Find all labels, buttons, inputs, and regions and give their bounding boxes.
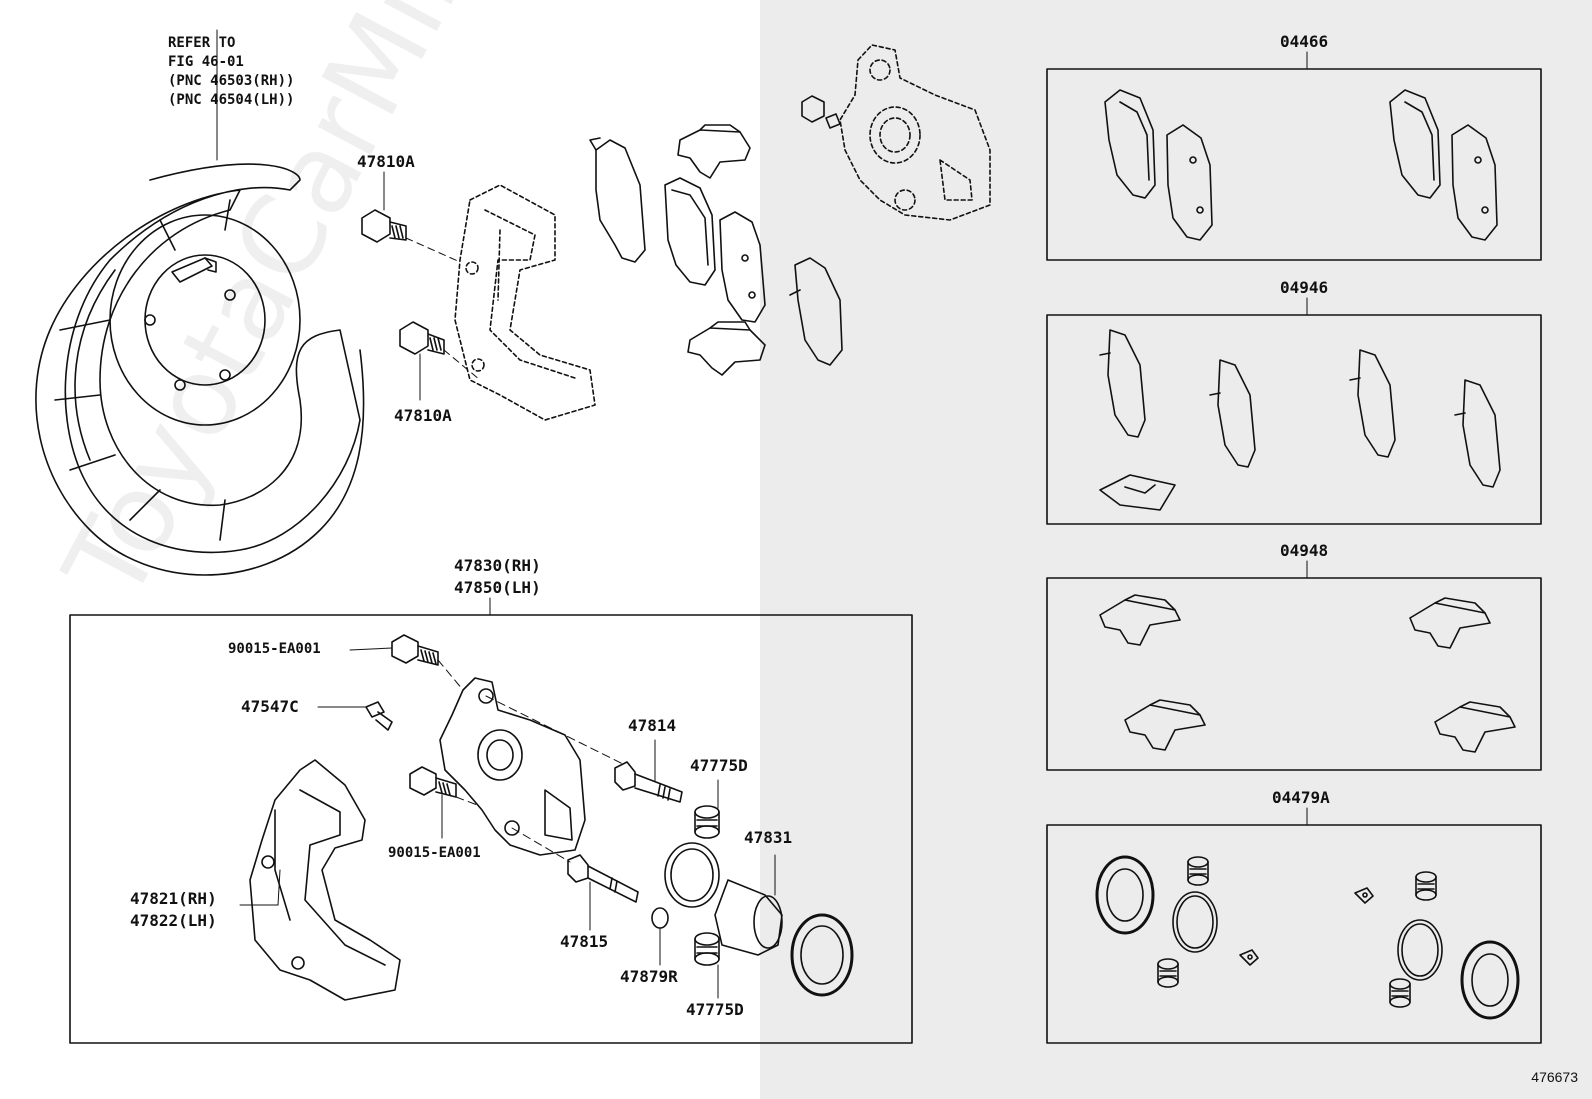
cylinder-kit-drawing bbox=[1095, 855, 1520, 1020]
kit-box-clips bbox=[1046, 577, 1542, 771]
label-plug-47879r[interactable]: 47879R bbox=[620, 967, 678, 986]
clips-top-drawing bbox=[677, 124, 766, 376]
label-kit-pads[interactable]: 04466 bbox=[1280, 32, 1329, 51]
figure-number: 476673 bbox=[1531, 1069, 1578, 1085]
label-caliper-lh[interactable]: 47850(LH) bbox=[454, 578, 541, 597]
label-piston-47831[interactable]: 47831 bbox=[744, 828, 793, 847]
label-caliper-rh[interactable]: 47830(RH) bbox=[454, 556, 541, 575]
caliper-assembly-box bbox=[69, 614, 913, 1044]
label-kit-clips[interactable]: 04948 bbox=[1280, 541, 1329, 560]
kit-boxes bbox=[1046, 51, 1542, 1044]
pads-kit-drawing bbox=[1104, 89, 1498, 241]
label-boot-47775d-bottom[interactable]: 47775D bbox=[686, 1000, 744, 1019]
label-bolt-90015-top[interactable]: 90015-EA001 bbox=[228, 641, 321, 657]
label-pin-47815[interactable]: 47815 bbox=[560, 932, 609, 951]
kit-box-pads bbox=[1046, 68, 1542, 261]
label-bolt-47810a-top[interactable]: 47810A bbox=[357, 152, 415, 171]
refer-line-3: (PNC 46503(RH)) bbox=[168, 73, 295, 89]
kit-box-shims bbox=[1046, 314, 1542, 525]
label-bolt-90015-bottom[interactable]: 90015-EA001 bbox=[388, 845, 481, 861]
refer-line-2: FIG 46-01 bbox=[168, 54, 244, 70]
label-boot-47775d-top[interactable]: 47775D bbox=[690, 756, 748, 775]
label-bolt-47810a-bottom[interactable]: 47810A bbox=[394, 406, 452, 425]
caliper-assembly-drawing bbox=[239, 634, 854, 1001]
label-bleeder-47547c[interactable]: 47547C bbox=[241, 697, 299, 716]
caliper-top-drawing bbox=[801, 44, 991, 221]
refer-note: REFER TO FIG 46-01 (PNC 46503(RH)) (PNC … bbox=[168, 34, 294, 110]
label-mount-rh[interactable]: 47821(RH) bbox=[130, 889, 217, 908]
label-mount-lh[interactable]: 47822(LH) bbox=[130, 911, 217, 930]
shims-kit-drawing bbox=[1099, 329, 1501, 511]
kit-box-cylinder bbox=[1046, 824, 1542, 1044]
clips-kit-drawing bbox=[1099, 594, 1516, 753]
label-pin-47814[interactable]: 47814 bbox=[628, 716, 677, 735]
bolt-47810a-drawing bbox=[361, 171, 481, 401]
refer-line-1: REFER TO bbox=[168, 35, 236, 51]
label-kit-shims[interactable]: 04946 bbox=[1280, 278, 1329, 297]
dust-shield-drawing bbox=[35, 29, 365, 576]
label-kit-cylinder[interactable]: 04479A bbox=[1272, 788, 1330, 807]
pads-top-drawing bbox=[589, 137, 843, 366]
mount-bracket-top-drawing bbox=[454, 184, 596, 421]
refer-line-4: (PNC 46504(LH)) bbox=[168, 92, 295, 108]
